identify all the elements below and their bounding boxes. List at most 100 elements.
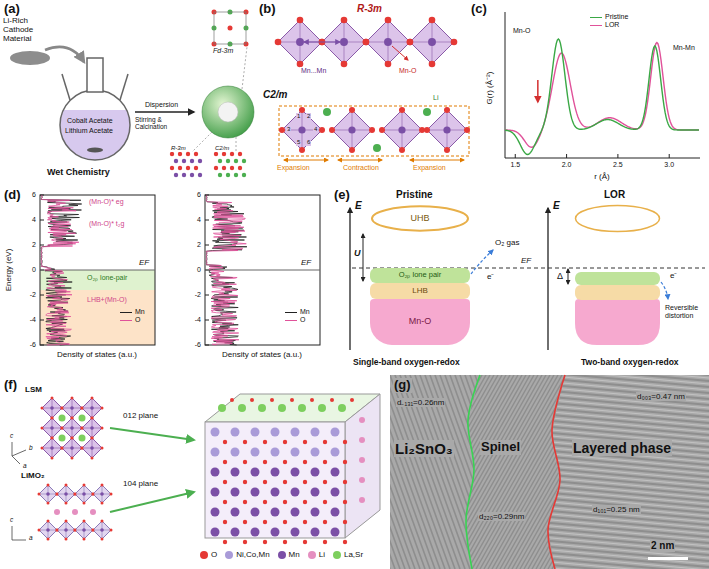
octahedron [57,485,75,503]
tick-label: 0 [31,266,37,274]
atom [238,152,242,156]
panel-e [350,206,705,351]
atom [242,173,246,177]
la-atom [258,404,266,412]
li-atom [54,509,60,515]
oxygen-atom [83,520,86,523]
fringe [540,459,709,474]
dos-curve [41,195,79,345]
callout-number: 6 [306,139,311,146]
energy-band: LHB [370,283,470,299]
structure-label: LSM [24,385,43,394]
atom [178,152,182,156]
axis-label: c [9,432,14,439]
oxygen-atom [51,457,54,460]
tick-label: 6 [31,191,37,199]
tick-label: 6 [196,191,202,199]
oxygen-atom [323,500,327,504]
metal-atom [331,428,340,437]
fringe [380,375,490,569]
atom [174,159,178,163]
metal-atom [70,426,74,430]
peak-label: Mn-O [512,27,532,35]
fringe [540,375,709,390]
legend-item: Pristine [590,13,628,21]
octahedron [62,418,82,438]
band-label: Mn-O [409,317,432,327]
oxygen-atom [83,538,86,541]
phase-label: Li₂SnO₃ [394,440,454,457]
fringe [295,375,365,569]
atom [182,173,186,177]
tick-mark [205,345,209,346]
octahedron [82,398,102,418]
energy-axis [349,208,350,350]
metal-atom [251,428,260,437]
tick-label: 4 [196,216,202,224]
oxygen-atom [263,480,267,484]
metal-atom [348,126,355,133]
fermi-label: EF [138,258,150,267]
callout-number: 3 [286,126,291,133]
metal-atom [271,468,280,477]
oxygen-atom [110,529,113,532]
la-atom [278,404,286,412]
legend-item: Li [308,550,325,560]
octahedron [282,110,322,150]
tick-label: -6 [194,341,202,349]
oxygen-atom [290,398,294,402]
atom [182,159,186,163]
tick-label: 3.0 [663,161,675,169]
tick-label: 2 [196,241,202,249]
oxygen-atom [65,538,68,541]
la-atom [218,404,226,412]
tick-label: -4 [29,316,37,324]
oxygen-atom [399,147,405,153]
oxygen-atom [74,493,77,496]
phase-label: Layered phase [572,440,672,456]
fringe [540,423,709,438]
metal-atom [50,426,54,430]
oxygen-atom [399,107,405,113]
band [575,299,660,345]
tick-mark [205,295,209,296]
metal-atom [211,528,220,537]
fringe [540,393,709,408]
fringe [540,399,709,414]
oxygen-atom [101,484,104,487]
oxygen-atom [56,493,59,496]
flask-bulb [60,90,130,160]
oxygen-atom [363,39,370,46]
legend-item: O [200,550,217,560]
panel-c [505,12,700,158]
fringe [436,375,546,569]
tick-mark [40,220,44,221]
atom [174,173,178,177]
structure-label: LiMO₂ [20,471,46,480]
la-atom [338,404,346,412]
octahedron [382,110,422,150]
metal-atom [331,488,340,497]
fringe [452,375,562,569]
oxygen-atom [385,17,392,24]
tick-mark [617,154,618,158]
gap-arrow [568,269,569,284]
oxygen-atom [379,127,385,133]
la-atom [59,435,66,442]
tick-mark [205,220,209,221]
band-outline [576,206,660,232]
atom [226,159,230,163]
powder-pile [10,51,50,65]
pdf-curve [505,39,699,154]
atom [218,159,222,163]
reagent-label: Lithium Acetate [64,127,114,135]
octahedron [93,485,111,503]
lithium-atom [373,144,381,152]
atom [230,166,234,170]
octahedron [82,438,102,458]
step-label: Wet Chemistry [46,167,111,177]
oxygen-atom [41,447,44,450]
atom [198,159,202,163]
atom [194,152,198,156]
fringe [540,513,709,528]
